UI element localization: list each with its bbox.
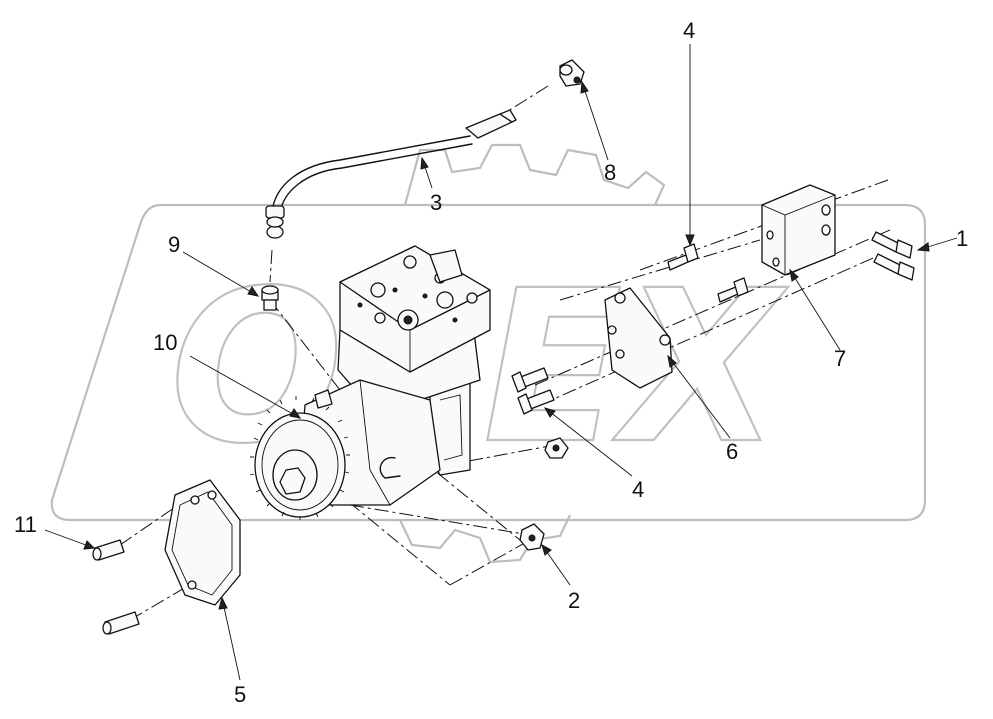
- callout-4-top: 4: [683, 18, 695, 43]
- capscrews-4-lower: [511, 367, 555, 415]
- spacer-block: [761, 184, 836, 276]
- callout-4-bottom: 4: [632, 477, 644, 502]
- nuts-2: [519, 437, 569, 551]
- callout-1: 1: [956, 226, 968, 251]
- callout-6: 6: [726, 439, 738, 464]
- callout-7: 7: [834, 346, 846, 371]
- gasket: [164, 479, 241, 606]
- callout-10: 10: [153, 330, 177, 355]
- callout-5: 5: [234, 682, 246, 707]
- callout-labels: 1 2 3 4 4 5 6 7 8 9 10 11: [14, 18, 968, 707]
- mounting-bracket: [604, 287, 673, 389]
- capscrews-4-upper: [667, 243, 749, 303]
- callout-leaders: [44, 44, 958, 681]
- straight-fitting: [261, 285, 279, 311]
- callout-8: 8: [604, 160, 616, 185]
- elbow-fitting: [559, 59, 585, 87]
- callout-2: 2: [568, 588, 580, 613]
- capscrews-1: [871, 231, 915, 281]
- studs: [92, 539, 140, 635]
- callout-3: 3: [430, 190, 442, 215]
- callout-11: 11: [14, 512, 37, 537]
- air-line-hose: [265, 109, 517, 239]
- air-compressor: [249, 245, 491, 520]
- callout-9: 9: [168, 232, 180, 257]
